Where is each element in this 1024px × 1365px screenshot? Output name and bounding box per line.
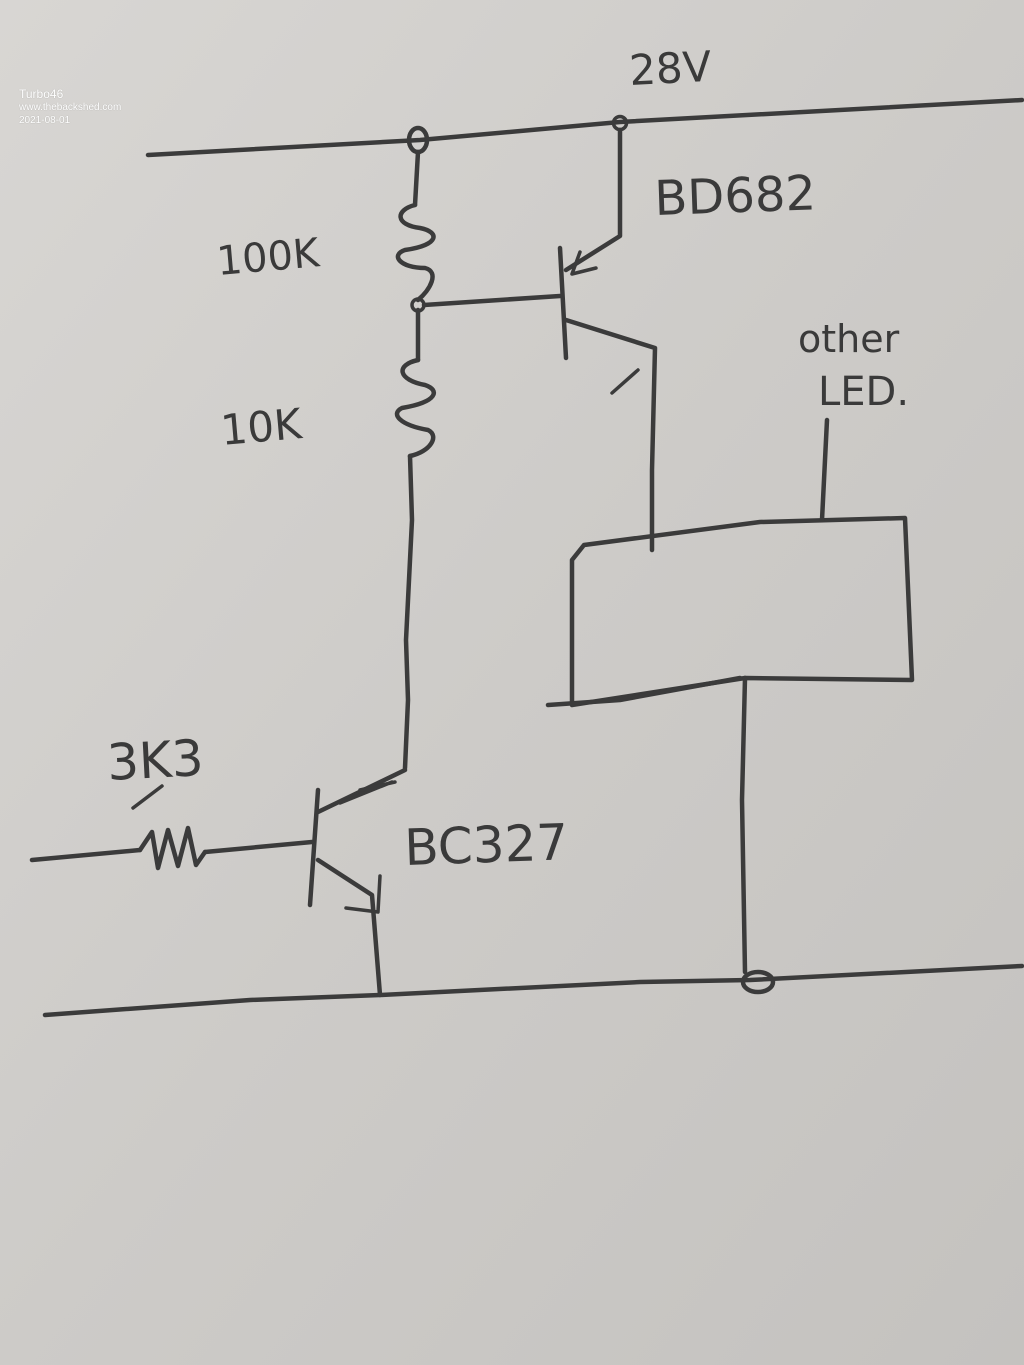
bc327-upper-arrow <box>338 780 397 805</box>
watermark-user: Turbo46 <box>19 87 64 101</box>
resistor-100k <box>395 202 436 303</box>
label-bc327: BC327 <box>403 813 569 877</box>
label-other: other <box>798 317 900 361</box>
ground-rail <box>42 963 1024 1018</box>
bd682-emitter-arrow <box>570 250 598 276</box>
label-led: LED. <box>818 369 909 415</box>
wire-rail-to-100k <box>412 149 421 208</box>
wire-10k-to-bc327 <box>402 453 415 771</box>
wire-box-to-ground <box>739 675 748 975</box>
ground-junction <box>740 969 776 995</box>
pencil-slash <box>131 784 164 810</box>
label-28v: 28V <box>628 42 713 95</box>
resistor-3k3 <box>137 825 208 871</box>
watermark-site: www.thebackshed.com <box>19 102 122 113</box>
label-3k3: 3K3 <box>106 729 205 792</box>
pencil-tick <box>610 368 640 395</box>
label-bd682: BD682 <box>653 165 816 227</box>
load-box-tail <box>545 675 743 708</box>
base-input-wire <box>29 847 143 863</box>
bd682-emitter <box>563 127 623 273</box>
supply-rail <box>145 97 1024 158</box>
other-led-wire <box>819 417 830 523</box>
label-100k: 100K <box>215 230 323 285</box>
bd682-collector <box>563 317 658 553</box>
bd682-base-bar <box>557 245 569 361</box>
bc327-base-bar <box>307 787 321 908</box>
watermark-date: 2021-08-01 <box>19 114 71 126</box>
watermark: Turbo46 www.thebackshed.com 2021-08-01 <box>19 87 121 127</box>
bc327-lower-arrow <box>344 874 382 914</box>
label-10k: 10K <box>219 399 305 455</box>
load-box <box>569 515 915 708</box>
resistor-10k <box>394 357 436 459</box>
bc327-lower-lead <box>315 857 383 998</box>
wire-divider-to-base <box>421 293 563 308</box>
wire-3k3-to-base <box>202 839 315 855</box>
